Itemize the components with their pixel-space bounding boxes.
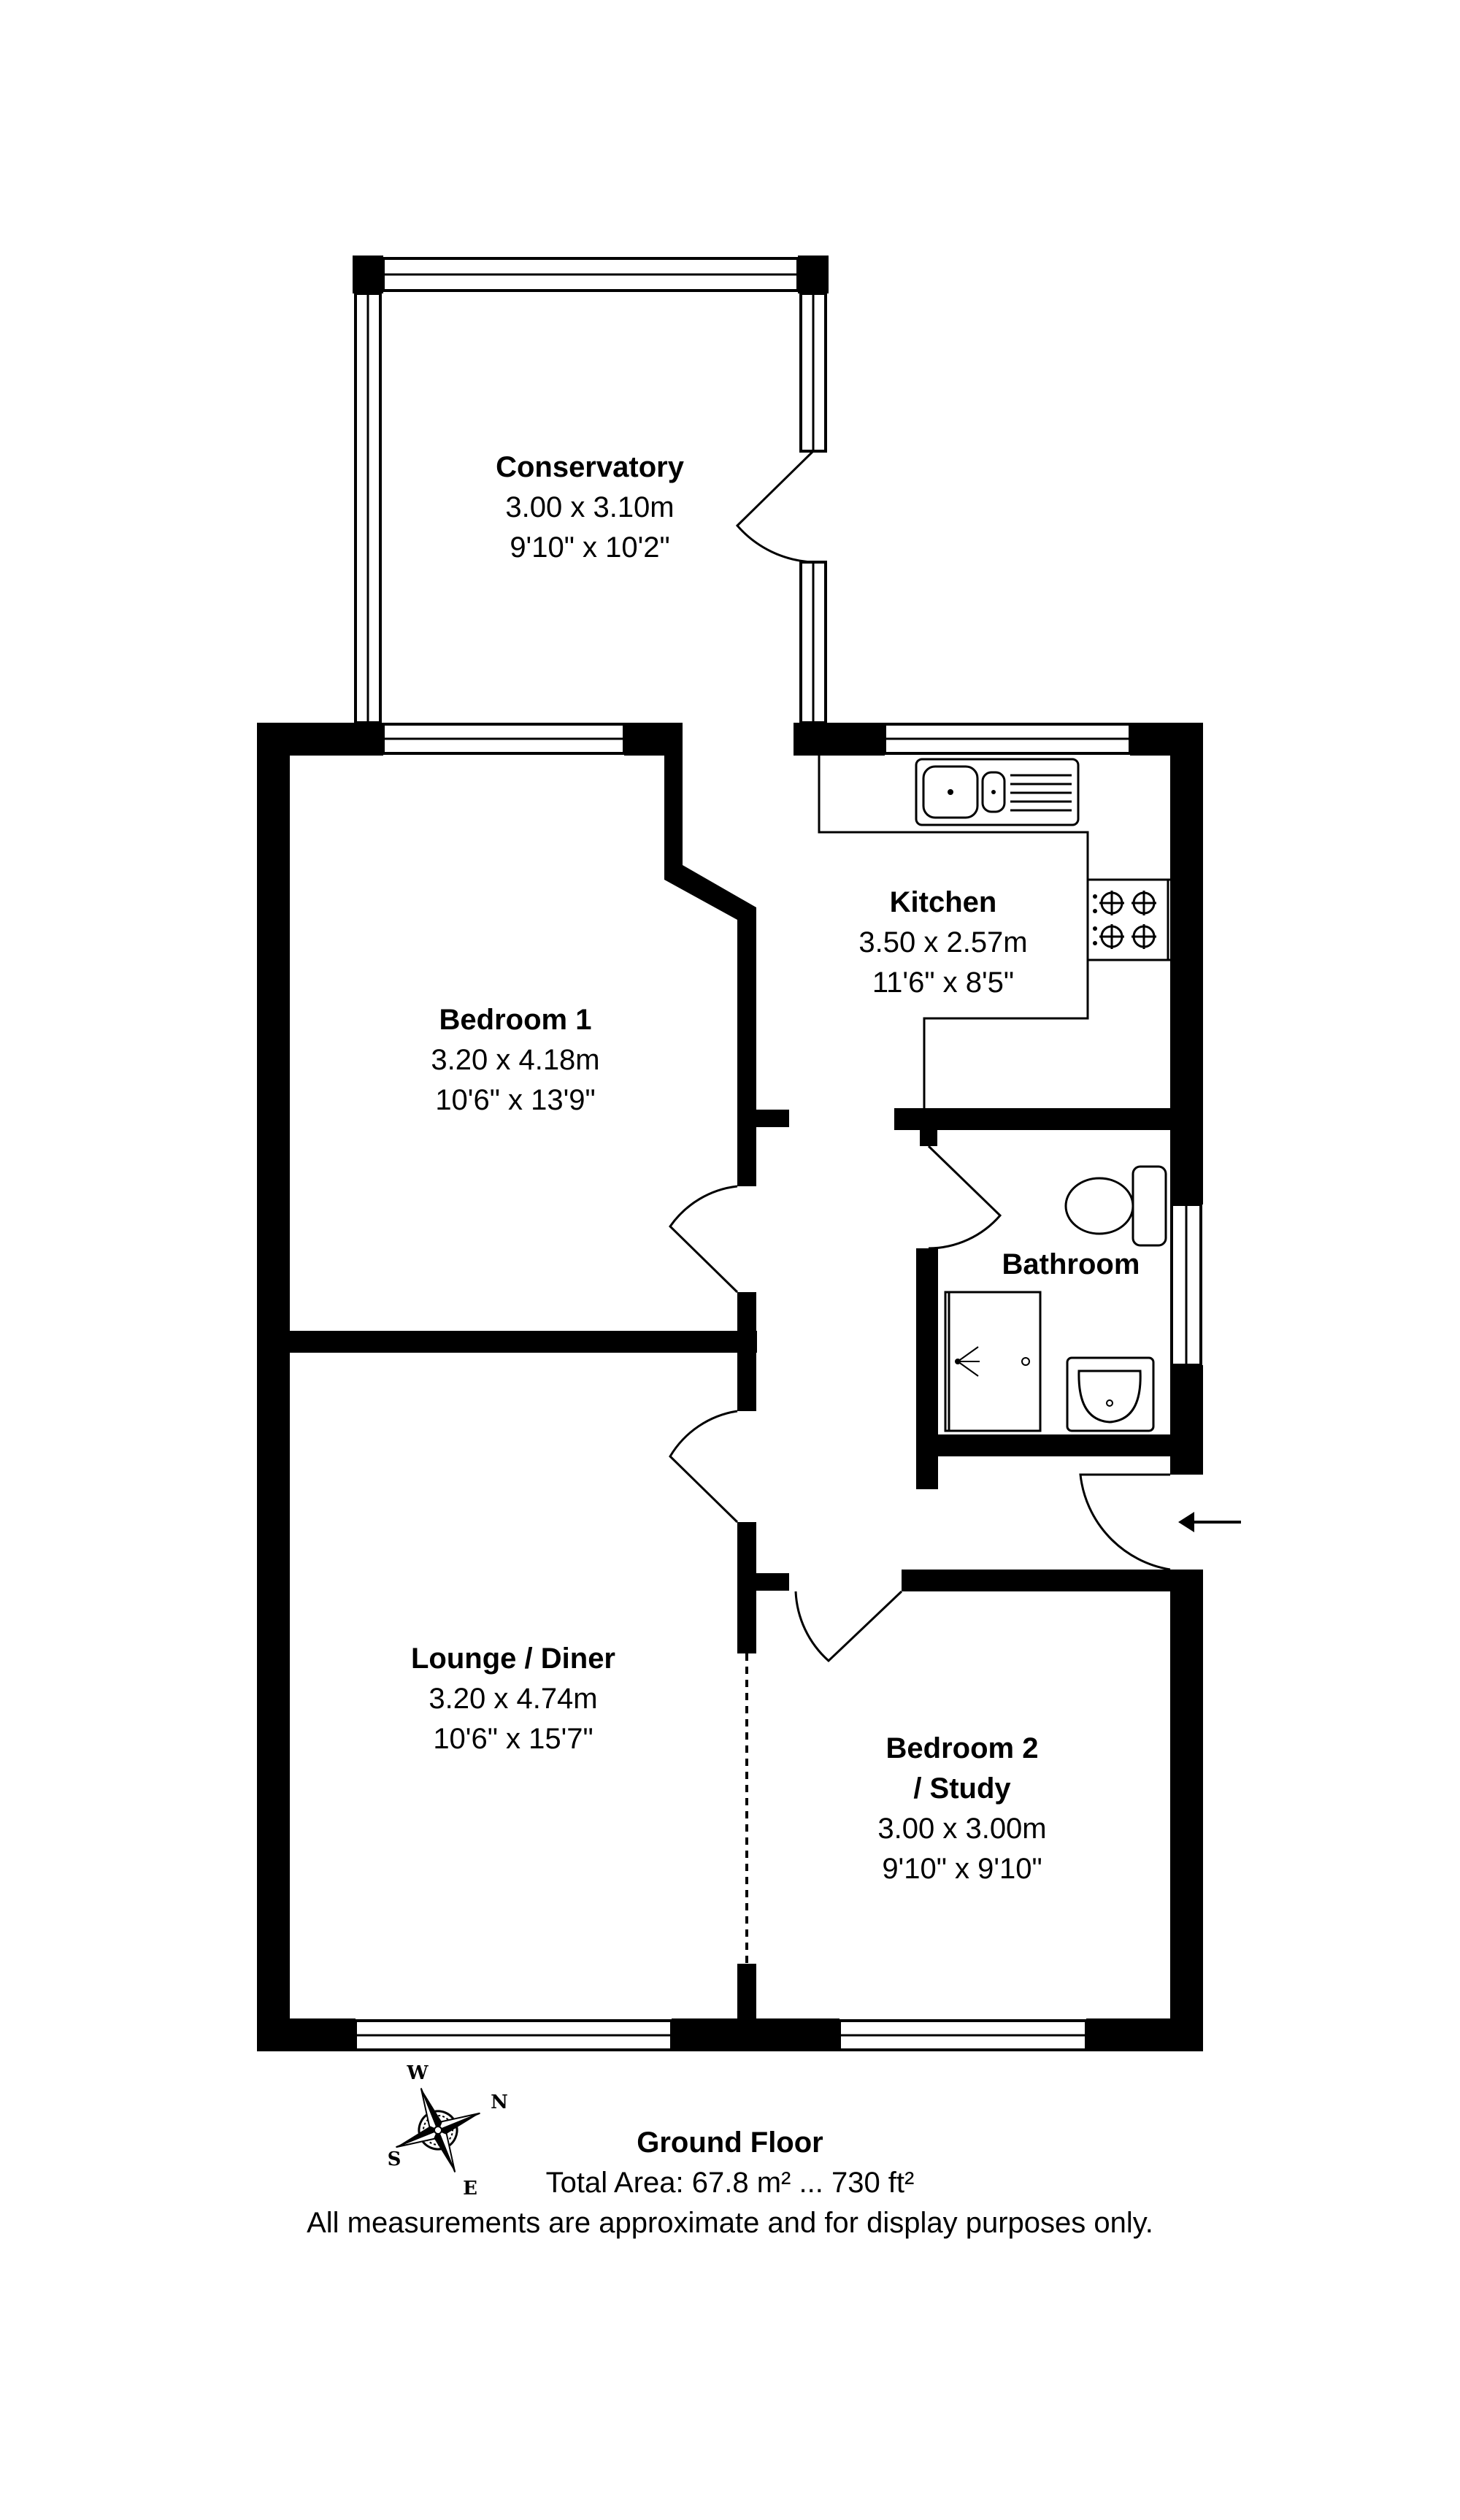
room-metric: 3.20 x 4.18m bbox=[431, 1044, 599, 1076]
compass-north-label: N bbox=[491, 2091, 508, 2113]
room-imperial: 9'10" x 10'2" bbox=[510, 531, 669, 564]
room-label-lounge: Lounge / Diner 3.20 x 4.74m 10'6" x 15'7… bbox=[411, 1643, 615, 1755]
bedroom2-door bbox=[794, 1590, 903, 1663]
room-metric: 3.20 x 4.74m bbox=[429, 1683, 597, 1715]
bathroom-door bbox=[927, 1145, 1002, 1250]
entrance-arrow-icon bbox=[1178, 1512, 1241, 1532]
room-name: Kitchen bbox=[890, 886, 997, 918]
conservatory-walls bbox=[353, 256, 829, 724]
shower-icon bbox=[944, 1291, 1042, 1432]
room-name: Lounge / Diner bbox=[411, 1643, 615, 1675]
room-metric: 3.00 x 3.10m bbox=[505, 491, 674, 523]
front-door bbox=[1079, 1473, 1171, 1571]
bedroom1-door bbox=[669, 1185, 739, 1294]
room-name-line2: / Study bbox=[913, 1772, 1011, 1805]
room-metric: 3.50 x 2.57m bbox=[858, 926, 1027, 959]
room-label-kitchen: Kitchen 3.50 x 2.57m 11'6" x 8'5" bbox=[858, 886, 1027, 999]
room-label-bedroom2: Bedroom 2 / Study 3.00 x 3.00m 9'10" x 9… bbox=[877, 1732, 1046, 1885]
outer-walls bbox=[257, 723, 1203, 2051]
conservatory-door bbox=[735, 450, 815, 564]
room-name: Bedroom 1 bbox=[439, 1004, 592, 1036]
floor-title: Ground Floor bbox=[637, 2127, 823, 2159]
room-imperial: 10'6" x 15'7" bbox=[433, 1723, 593, 1755]
room-label-bedroom1: Bedroom 1 3.20 x 4.18m 10'6" x 13'9" bbox=[431, 1004, 599, 1116]
washbasin-icon bbox=[1066, 1356, 1155, 1432]
room-label-bathroom: Bathroom bbox=[1002, 1248, 1140, 1280]
compass-icon bbox=[396, 2088, 480, 2173]
compass-south-label: S bbox=[388, 2148, 402, 2170]
disclaimer: All measurements are approximate and for… bbox=[307, 2207, 1153, 2239]
compass-east-label: E bbox=[463, 2178, 477, 2200]
room-name: Bedroom 2 bbox=[886, 1732, 1039, 1764]
bathroom-walls bbox=[894, 1108, 1170, 1489]
toilet-icon bbox=[1064, 1165, 1167, 1247]
room-imperial: 11'6" x 8'5" bbox=[872, 967, 1014, 999]
room-imperial: 9'10" x 9'10" bbox=[882, 1853, 1042, 1885]
compass-west-label: W bbox=[406, 2062, 429, 2084]
hob-icon bbox=[1086, 878, 1169, 961]
room-name: Bathroom bbox=[1002, 1248, 1140, 1280]
total-area: Total Area: 67.8 m² ... 730 ft² bbox=[546, 2167, 915, 2199]
room-label-conservatory: Conservatory 3.00 x 3.10m 9'10" x 10'2" bbox=[496, 451, 685, 564]
sink-icon bbox=[915, 758, 1080, 826]
room-metric: 3.00 x 3.00m bbox=[877, 1813, 1046, 1845]
lounge-door bbox=[669, 1410, 739, 1524]
room-name: Conservatory bbox=[496, 451, 685, 483]
room-imperial: 10'6" x 13'9" bbox=[435, 1084, 595, 1116]
interior-walls bbox=[290, 756, 1203, 2018]
